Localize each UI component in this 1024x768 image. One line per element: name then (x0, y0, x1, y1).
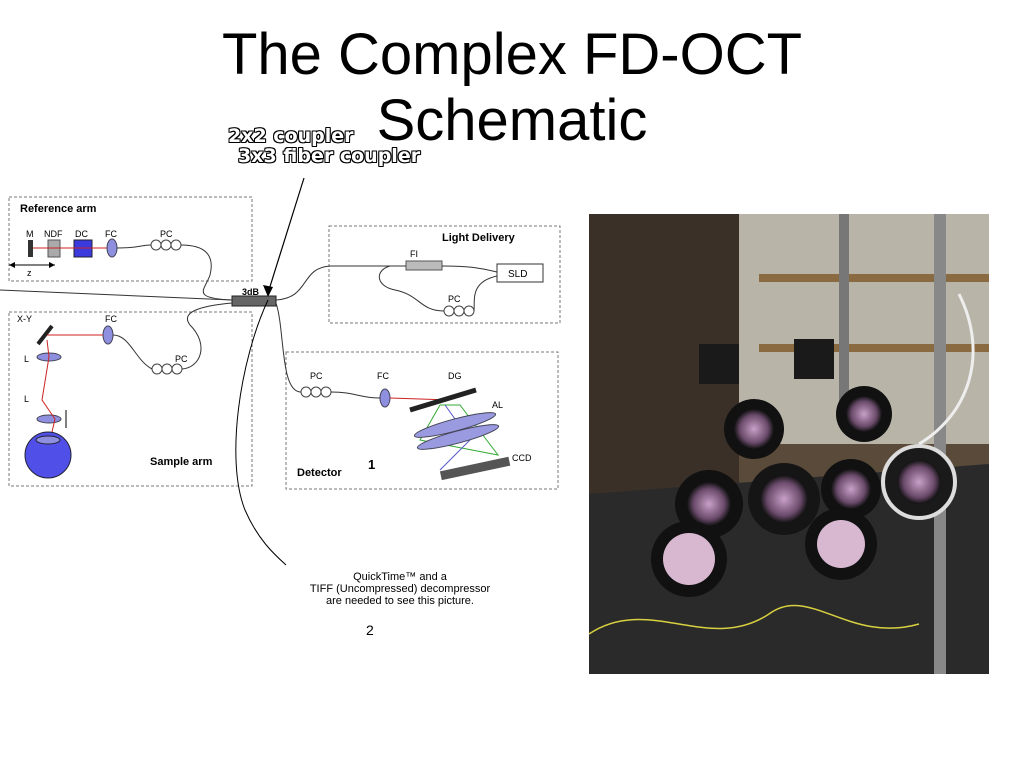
reference-arm-label: Reference arm (20, 203, 97, 215)
coupler-pointer (267, 177, 305, 294)
photo-post-2 (934, 214, 946, 674)
photo-camera-1 (699, 344, 739, 384)
sample-fc-lens (102, 325, 114, 345)
det-ccd-label: CCD (512, 453, 532, 463)
faraday-isolator (405, 260, 443, 271)
sample-pc-loop-3 (171, 363, 183, 375)
photo-lens-1 (734, 409, 774, 449)
sample-l1-label: L (24, 354, 29, 364)
placeholder-line-2: TIFF (Uncompressed) decompressor (309, 583, 491, 595)
quicktime-placeholder: QuickTime™ and a TIFF (Uncompressed) dec… (280, 571, 520, 607)
photo-shelf-2 (759, 344, 989, 352)
det-fc-label: FC (377, 371, 389, 381)
photo-lens-2 (846, 396, 882, 432)
det-pc-loop-3 (320, 386, 332, 398)
ref-pc-loop-1 (150, 239, 162, 251)
det-pc-loop-2 (310, 386, 322, 398)
reference-arm-box (8, 196, 253, 282)
sample-fiber (112, 302, 233, 370)
light-delivery-label: Light Delivery (442, 232, 516, 244)
overlay-line-2: 3x3 fiber coupler (238, 145, 421, 167)
ld-pc-loop-2 (453, 305, 465, 317)
ref-z-label: z (27, 268, 32, 278)
sample-beam-v (41, 339, 56, 446)
ref-dc-label: DC (75, 229, 88, 239)
photo-post-1 (839, 214, 849, 414)
detector-label: Detector (297, 467, 342, 479)
sample-arm-label: Sample arm (150, 456, 213, 468)
left-fiber (0, 289, 233, 301)
ccd-bar (439, 456, 511, 481)
photo-fiber-white (918, 293, 975, 446)
photo-shelf-1 (759, 274, 989, 282)
det-pc-label: PC (310, 371, 323, 381)
z-arrow-head-right (49, 262, 55, 268)
coupler-3db (231, 295, 277, 307)
lab-photo (589, 214, 989, 674)
ref-pc-loop-3 (170, 239, 182, 251)
sample-arm-box (8, 311, 253, 487)
ld-pc-label: PC (448, 294, 461, 304)
placeholder-number: 2 (366, 622, 374, 638)
placeholder-line-3: are needed to see this picture. (326, 595, 474, 607)
det-fc-lens (379, 388, 391, 408)
z-arrow-head-left (9, 262, 15, 268)
sample-pc-label: PC (175, 354, 188, 364)
ref-ndf-label: NDF (44, 229, 63, 239)
photo-lens-6 (897, 460, 941, 504)
title-line-2: Schematic (376, 88, 648, 153)
eye-lens (35, 435, 61, 445)
photo-lens-5 (831, 469, 871, 509)
ref-pc-label: PC (160, 229, 173, 239)
coupler-pointer-head (263, 285, 273, 297)
detector-box (285, 351, 559, 490)
det-dg-label: DG (448, 371, 462, 381)
photo-camera-2 (794, 339, 834, 379)
sample-pc-loop-2 (161, 363, 173, 375)
aspheric-lens-2 (416, 424, 500, 450)
ld-pc-loop-1 (443, 305, 455, 317)
photo-lens-7 (663, 533, 715, 585)
sample-lens-2 (36, 414, 62, 424)
slide-title: The Complex FD-OCT Schematic (0, 22, 1024, 154)
ld-pc-loop-3 (463, 305, 475, 317)
wire-to-placeholder (235, 299, 287, 566)
photo-lens-4 (760, 475, 808, 523)
coupler-overlay-label: 2x2 coupler 3x3 fiber coupler (228, 126, 420, 166)
title-line-1: The Complex FD-OCT (221, 22, 803, 87)
det-fiber (275, 302, 381, 399)
photo-fiber-yellow (589, 604, 920, 635)
ld-sld-label: SLD (508, 269, 527, 280)
diffraction-grating (409, 387, 477, 413)
light-delivery-box (328, 225, 561, 324)
ref-m-label: M (26, 229, 34, 239)
det-al-label: AL (492, 400, 503, 410)
mirror-shape (28, 240, 33, 257)
photo-lens-3 (687, 482, 731, 526)
ld-fiber (275, 265, 498, 312)
ref-fc-lens (106, 238, 118, 258)
photo-lens-8 (817, 520, 865, 568)
scan-mirror (36, 324, 54, 346)
coupler-label: 3dB (242, 287, 260, 297)
det-pc-loop-1 (300, 386, 312, 398)
eye-shape (24, 431, 72, 479)
ref-pc-loop-2 (160, 239, 172, 251)
ld-fi-label: FI (410, 249, 418, 259)
sld-box (496, 263, 544, 283)
ref-fiber (116, 244, 233, 301)
sample-fc-label: FC (105, 314, 117, 324)
overlay-line-1: 2x2 coupler (228, 125, 354, 147)
placeholder-line-1: QuickTime™ and a (353, 571, 447, 583)
ref-fc-label: FC (105, 229, 117, 239)
sample-pc-loop-1 (151, 363, 163, 375)
sample-l2-label: L (24, 394, 29, 404)
detector-number: 1 (368, 457, 375, 472)
sample-xy-label: X-Y (17, 314, 32, 324)
